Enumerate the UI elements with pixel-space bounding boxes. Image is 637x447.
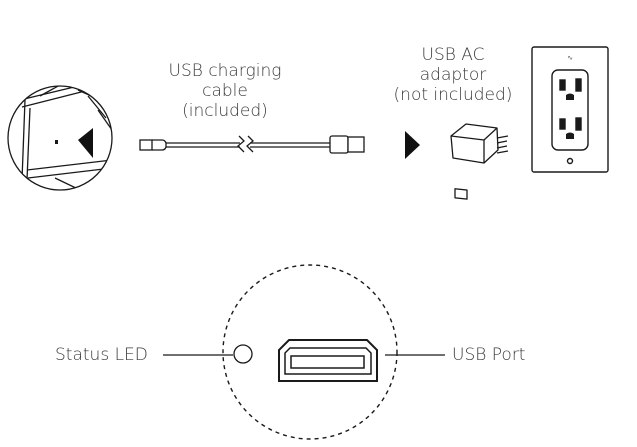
status-led-icon xyxy=(233,344,253,364)
wall-outlet-icon: ∿ xyxy=(531,46,609,173)
cable-label-line-3: (included) xyxy=(182,101,268,121)
adaptor-label-line-2: adaptor xyxy=(419,65,487,85)
cable-label-line-2: cable xyxy=(202,81,248,101)
adaptor-label-line-3: (not included) xyxy=(393,85,513,105)
cable-label-line-1: USB charging xyxy=(168,61,282,81)
svg-text:∿: ∿ xyxy=(567,54,573,62)
adaptor-label-line-1: USB AC xyxy=(421,45,485,65)
device-corner-closeup-icon xyxy=(7,85,113,191)
port-closeup-dashed-circle xyxy=(222,264,398,440)
status-led-label: Status LED xyxy=(55,345,148,365)
adaptor-label: USB AC adaptor (not included) xyxy=(383,45,523,105)
micro-usb-port-icon xyxy=(278,339,378,382)
usb-cable-icon xyxy=(139,135,365,154)
arrow-right-icon xyxy=(405,131,420,159)
cable-label: USB charging cable (included) xyxy=(155,61,295,121)
usb-ac-adaptor-icon xyxy=(450,123,509,200)
usb-port-label: USB Port xyxy=(452,345,526,365)
